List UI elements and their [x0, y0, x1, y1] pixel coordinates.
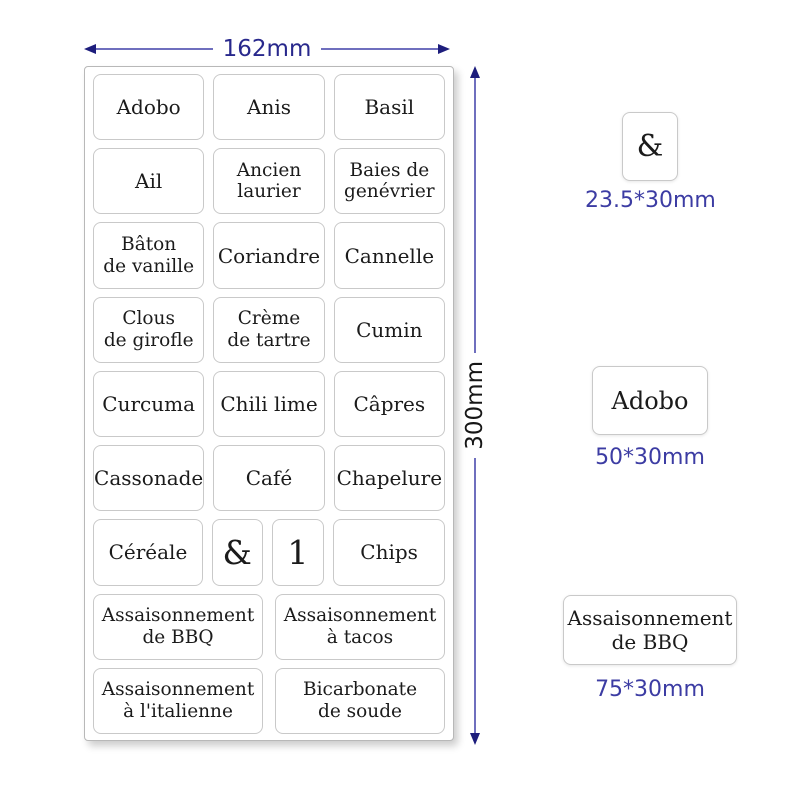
- spice-label: Cassonade: [93, 445, 205, 512]
- sheet-row: Cassonade Café Chapelure: [93, 445, 445, 512]
- spice-label: Chips: [333, 519, 445, 586]
- spice-label-text: Crème de tartre: [227, 307, 311, 351]
- spice-label-text: Cassonade: [94, 466, 204, 491]
- arrow-up-icon: [470, 66, 480, 78]
- sample-label-medium: Adobo: [592, 366, 708, 435]
- dimension-line: [474, 457, 476, 733]
- spice-label: Bâton de vanille: [93, 222, 205, 289]
- width-dimension-label: 162mm: [222, 35, 312, 62]
- dimension-line: [96, 48, 213, 50]
- spice-label-text: Assaisonnement de BBQ: [101, 604, 255, 648]
- spice-label: Baies de genévrier: [333, 148, 445, 215]
- sample-size-medium: 50*30mm: [595, 445, 705, 470]
- spice-label: Chili lime: [213, 370, 325, 438]
- spice-label-text: Clous de girofle: [103, 307, 194, 351]
- arrow-left-icon: [84, 44, 96, 54]
- spice-label: Basil: [333, 74, 445, 141]
- arrow-right-icon: [438, 44, 450, 54]
- spice-label-text: Bâton de vanille: [103, 233, 195, 277]
- spice-label: Clous de girofle: [93, 296, 205, 363]
- spice-label-text: 1: [287, 532, 309, 572]
- dimension-line: [321, 48, 438, 50]
- spice-label-text: Curcuma: [102, 391, 196, 416]
- spice-label-text: &: [222, 532, 252, 572]
- width-dimension: 162mm: [84, 37, 450, 61]
- spice-label: Cannelle: [333, 222, 445, 289]
- sheet-row: Assaisonnement à l'italienne Bicarbonate …: [93, 667, 445, 734]
- spice-label: Anis: [213, 74, 325, 141]
- sample-label-large-text: Assaisonnement de BBQ: [567, 606, 733, 654]
- sheet-row: Clous de girofle Crème de tartre Cumin: [93, 296, 445, 363]
- spice-label: Adobo: [93, 74, 205, 141]
- spice-label: Assaisonnement à tacos: [275, 593, 445, 660]
- spice-label-text: Céréale: [108, 540, 188, 565]
- spice-label: Chapelure: [333, 445, 445, 512]
- sheet-row: Bâton de vanille Coriandre Cannelle: [93, 222, 445, 289]
- spice-label-text: Ail: [135, 169, 163, 194]
- spice-label-text: Assaisonnement à tacos: [283, 604, 437, 648]
- spice-label-text: Chili lime: [220, 391, 318, 416]
- spice-label: Assaisonnement de BBQ: [93, 593, 263, 660]
- height-dimension: 300mm: [461, 66, 488, 745]
- spice-label-text: Ancien laurier: [236, 159, 302, 203]
- spice-label: Crème de tartre: [213, 296, 325, 363]
- spice-label: Coriandre: [213, 222, 325, 289]
- spice-label: Cumin: [333, 296, 445, 363]
- sheet-row: Adobo Anis Basil: [93, 74, 445, 141]
- spice-label-text: Coriandre: [217, 243, 321, 268]
- spice-label: Bicarbonate de soude: [275, 667, 445, 734]
- spice-label: Câpres: [333, 370, 445, 438]
- arrow-down-icon: [470, 733, 480, 745]
- spice-label: Ancien laurier: [213, 148, 325, 215]
- sheet-row: Assaisonnement de BBQ Assaisonnement à ta…: [93, 593, 445, 660]
- spice-label-text: Cumin: [356, 317, 423, 342]
- sample-size-large: 75*30mm: [595, 677, 705, 702]
- sample-label-medium-text: Adobo: [611, 386, 689, 415]
- spice-label: &: [211, 519, 263, 586]
- spice-label-text: Baies de genévrier: [343, 159, 435, 203]
- spice-label-text: Assaisonnement à l'italienne: [101, 679, 255, 722]
- sheet-row: Ail Ancien laurier Baies de genévrier: [93, 148, 445, 215]
- spice-label-text: Adobo: [116, 95, 181, 120]
- spice-label: 1: [271, 519, 325, 586]
- spice-label-text: Chips: [360, 540, 418, 565]
- spice-label-text: Câpres: [353, 391, 426, 416]
- spice-label-text: Cannelle: [344, 243, 435, 268]
- spice-label-text: Café: [245, 466, 293, 491]
- spice-label-text: Basil: [364, 95, 415, 120]
- sample-label-small: &: [622, 112, 678, 181]
- sheet-row: Curcuma Chili lime Câpres: [93, 370, 445, 438]
- dimension-line: [474, 78, 476, 354]
- spice-label: Céréale: [93, 519, 203, 586]
- sample-size-small: 23.5*30mm: [585, 188, 716, 213]
- sample-label-large: Assaisonnement de BBQ: [563, 595, 737, 665]
- spice-label: Curcuma: [93, 370, 205, 438]
- spice-label: Ail: [93, 148, 205, 215]
- spice-label-text: Bicarbonate de soude: [302, 679, 418, 722]
- height-dimension-label: 300mm: [461, 361, 488, 450]
- spice-label-text: Chapelure: [336, 466, 443, 491]
- sample-label-small-text: &: [636, 129, 664, 164]
- spice-label-text: Anis: [247, 95, 291, 120]
- spice-label: Café: [213, 445, 325, 512]
- sheet-row: Céréale &1 Chips: [93, 519, 445, 586]
- spice-label: Assaisonnement à l'italienne: [93, 667, 263, 734]
